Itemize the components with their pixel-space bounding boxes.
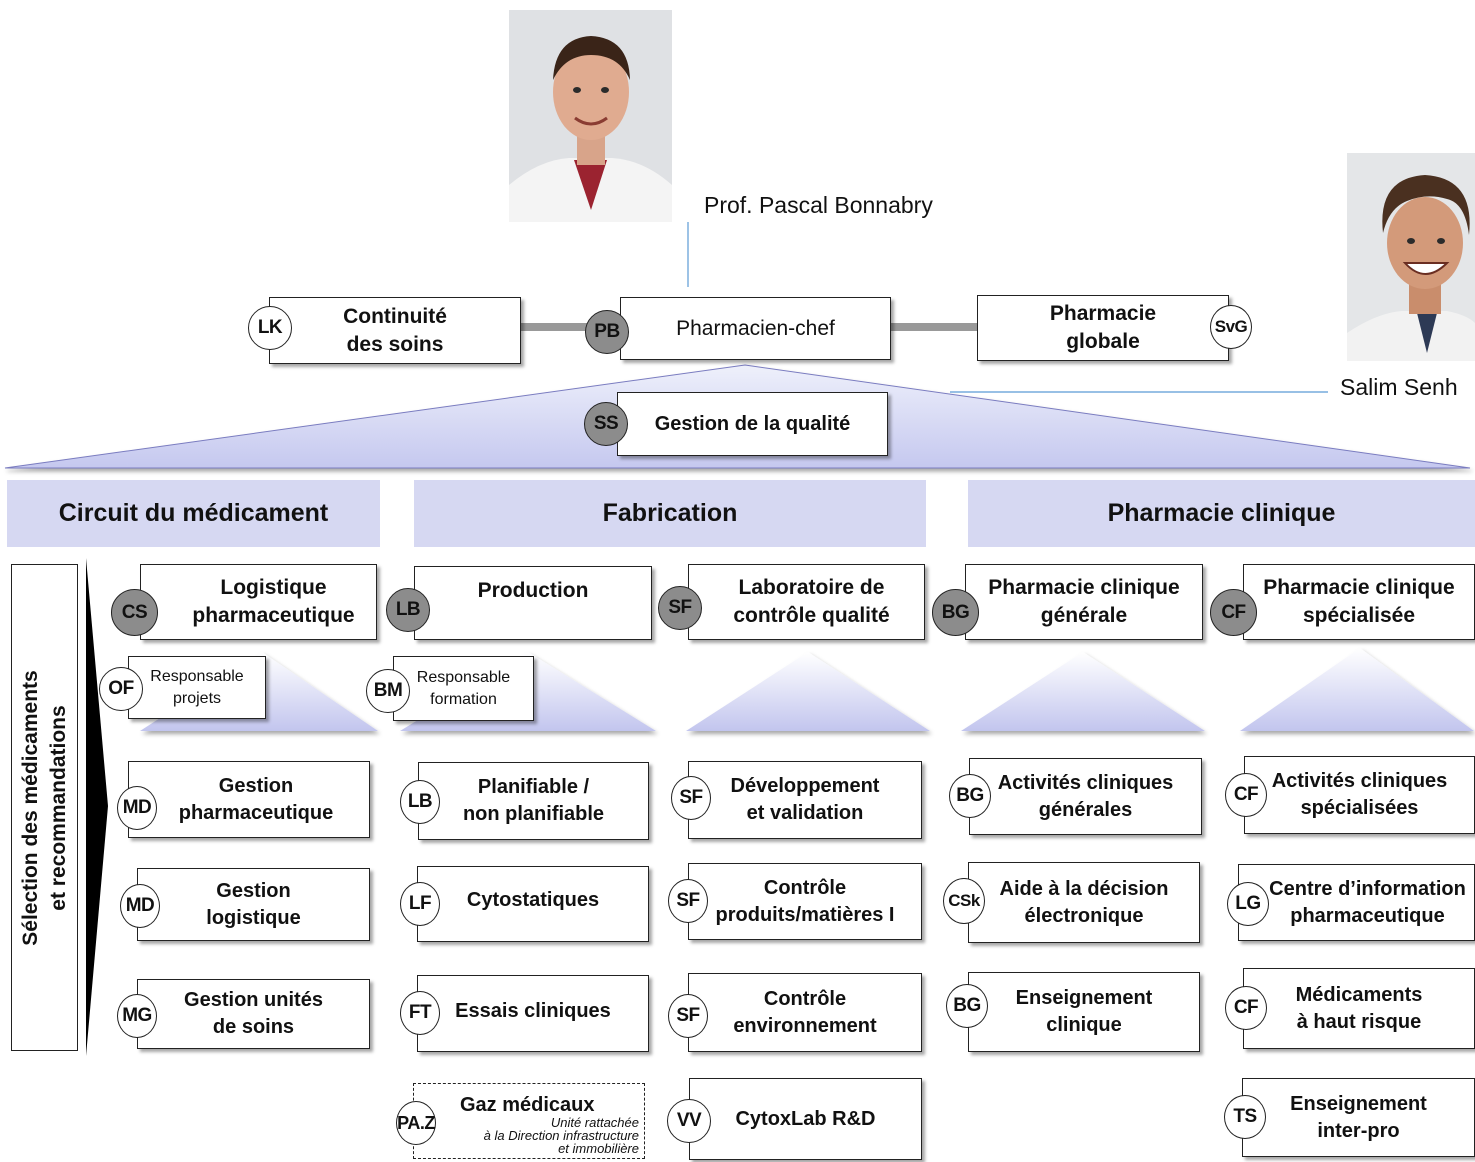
side-label-box: Sélection des médicaments et recommandat…	[11, 564, 78, 1051]
badge-cf-1: CF	[1225, 773, 1267, 817]
header-circuit: Circuit du médicament	[7, 480, 380, 547]
badge-svg: SvG	[1210, 305, 1252, 349]
badge-ts: TS	[1224, 1095, 1266, 1139]
box-pharmacie-globale: Pharmacie globale	[977, 295, 1229, 361]
item-enseignement-interpro: Enseignement inter-pro	[1242, 1078, 1475, 1157]
photo-chief	[509, 10, 672, 222]
portrait-icon	[509, 10, 672, 222]
badge-of: OF	[99, 667, 143, 711]
badge-ft: FT	[400, 991, 440, 1035]
item-activites-specialisees: Activités cliniques spécialisées	[1244, 756, 1475, 834]
item-activites-generales: Activités cliniques générales	[969, 758, 1202, 835]
item-developpement-validation: Développement et validation	[688, 761, 922, 839]
triangle-laboratoire	[686, 652, 930, 731]
badge-bg-head: BG	[932, 589, 979, 636]
unit-clinique-specialisee: Pharmacie clinique spécialisée	[1243, 564, 1475, 640]
badge-sf-1: SF	[671, 776, 711, 820]
badge-sf-3: SF	[668, 994, 708, 1038]
item-aide-decision: Aide à la décision électronique	[968, 862, 1200, 943]
badge-lg: LG	[1227, 882, 1269, 926]
item-centre-information: Centre d’information pharmaceutique	[1238, 864, 1475, 941]
badge-lb-2: LB	[400, 780, 440, 824]
unit-laboratoire: Laboratoire de contrôle qualité	[688, 564, 925, 640]
badge-md-2: MD	[120, 884, 160, 928]
item-cytoxlab: CytoxLab R&D	[689, 1078, 922, 1160]
box-continuite-soins: Continuité des soins	[269, 297, 521, 364]
portrait-icon	[1347, 153, 1475, 361]
badge-ss: SS	[584, 402, 628, 446]
side-label-text: Sélection des médicaments et recommandat…	[18, 669, 70, 946]
item-cytostatiques: Cytostatiques	[417, 866, 649, 942]
selection-arrow	[86, 558, 108, 1056]
triangle-clinique-generale	[961, 652, 1205, 731]
item-planifiable: Planifiable / non planifiable	[418, 762, 649, 840]
item-essais-cliniques: Essais cliniques	[417, 975, 649, 1052]
item-controle-environnement: Contrôle environnement	[688, 973, 922, 1052]
header-clinique: Pharmacie clinique	[968, 480, 1475, 547]
item-medicaments-haut-risque: Médicaments à haut risque	[1243, 968, 1475, 1049]
badge-sf-2: SF	[668, 879, 708, 923]
box-pharmacien-chef: Pharmacien-chef	[620, 297, 891, 360]
responsable-formation: Responsable formation	[393, 656, 534, 721]
badge-pb: PB	[585, 310, 629, 354]
gaz-note: Unité rattachée à la Direction infrastru…	[483, 1115, 639, 1156]
badge-cf-head: CF	[1210, 589, 1257, 636]
box-gestion-qualite: Gestion de la qualité	[617, 392, 888, 456]
badge-csk: CSk	[943, 878, 985, 924]
badge-sf-head: SF	[658, 586, 702, 630]
photo-second	[1347, 153, 1475, 361]
triangle-clinique-specialisee	[1240, 648, 1474, 731]
badge-lf: LF	[400, 882, 440, 926]
item-gestion-unites-soins: Gestion unités de soins	[137, 979, 370, 1049]
badge-bg-1: BG	[949, 774, 991, 818]
badge-bm: BM	[366, 669, 410, 713]
item-gestion-logistique: Gestion logistique	[137, 868, 370, 941]
badge-cf-2: CF	[1225, 986, 1267, 1030]
item-gestion-pharmaceutique: Gestion pharmaceutique	[128, 761, 370, 838]
item-controle-produits: Contrôle produits/matières I	[688, 863, 922, 940]
responsable-projets: Responsable projets	[128, 656, 266, 719]
badge-mg: MG	[117, 994, 157, 1038]
badge-lb: LB	[386, 588, 430, 632]
item-enseignement-clinique: Enseignement clinique	[968, 972, 1200, 1052]
item-gaz-medicaux: Gaz médicaux Unité rattachée à la Direct…	[413, 1083, 645, 1159]
unit-clinique-generale: Pharmacie clinique générale	[965, 564, 1203, 640]
badge-md-1: MD	[117, 786, 157, 830]
chief-name: Prof. Pascal Bonnabry	[704, 192, 933, 218]
second-name: Salim Senh	[1340, 374, 1458, 400]
unit-production: Production	[414, 566, 652, 640]
unit-logistique: Logistique pharmaceutique	[140, 564, 377, 640]
header-fabrication: Fabrication	[414, 480, 926, 547]
gaz-title: Gaz médicaux	[460, 1094, 595, 1116]
badge-cs: CS	[111, 589, 158, 636]
badge-bg-2: BG	[946, 984, 988, 1028]
badge-vv: VV	[667, 1099, 711, 1143]
badge-paz: PA.Z	[396, 1101, 436, 1145]
badge-lk: LK	[248, 306, 292, 350]
